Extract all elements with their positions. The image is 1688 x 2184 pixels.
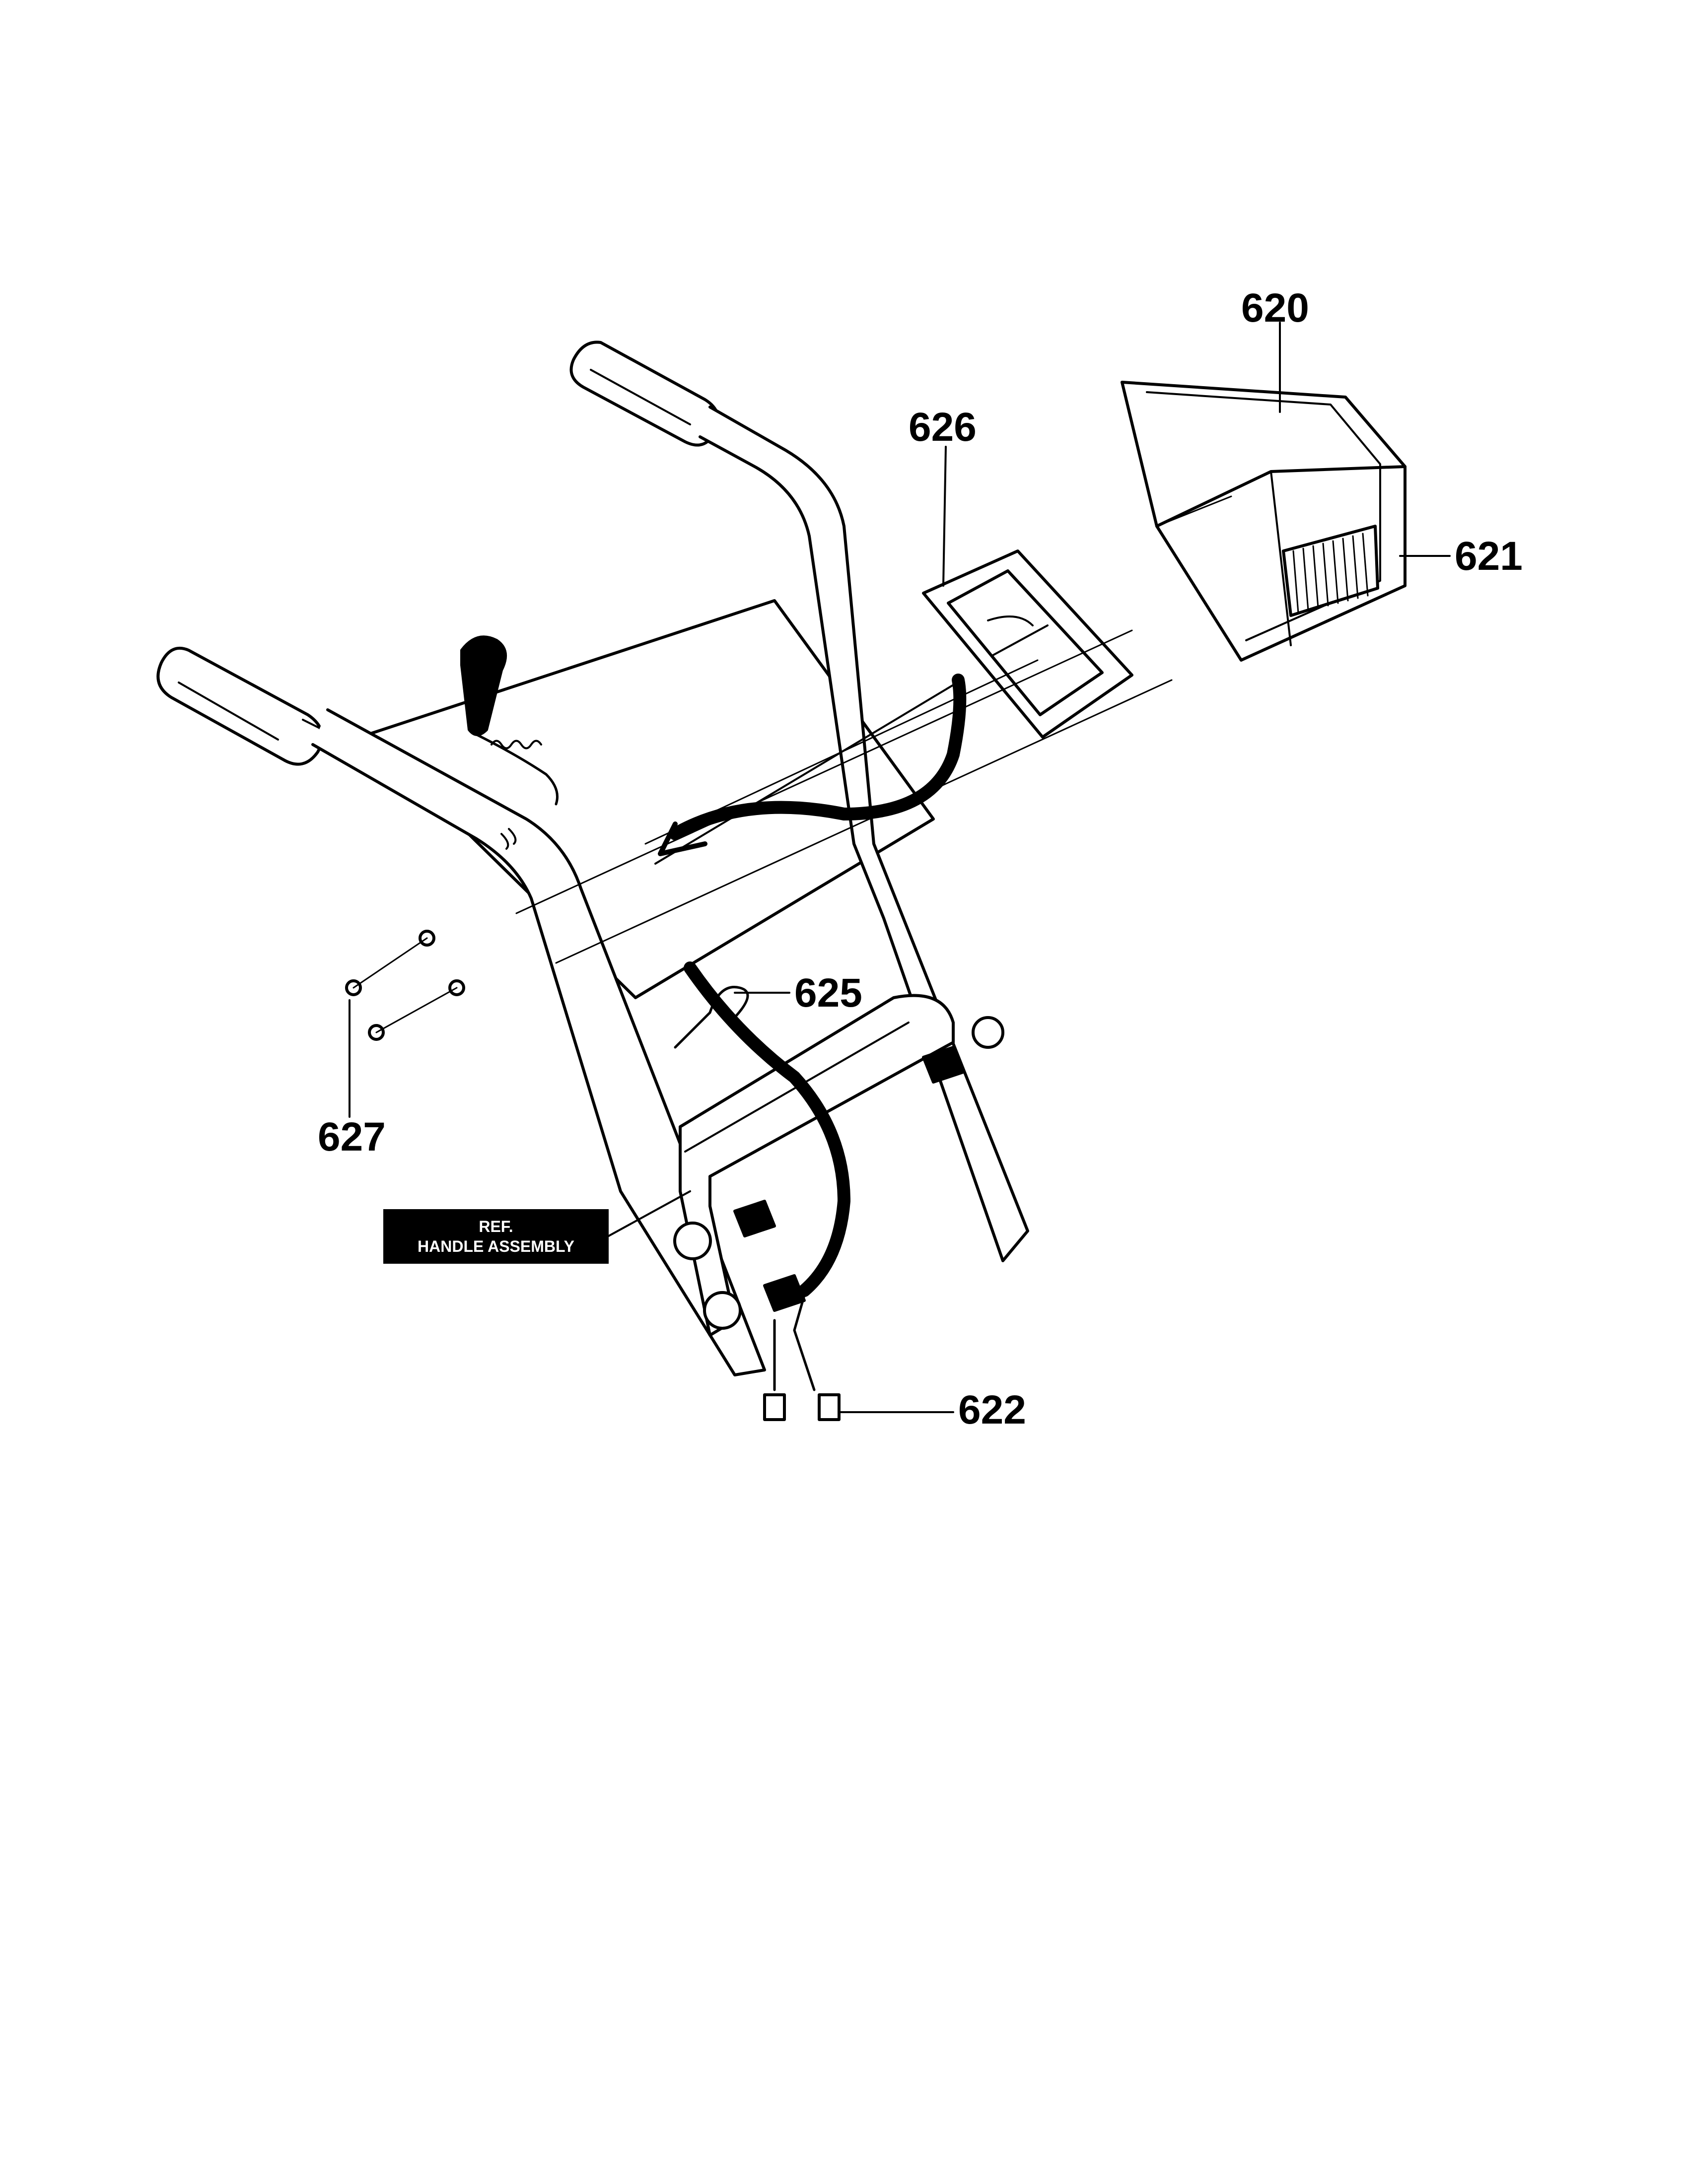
headlight-housing [1121, 381, 1407, 662]
right-handle-grip [569, 341, 720, 447]
reference-box-line2: HANDLE ASSEMBLY [418, 1237, 574, 1255]
headlight-lens [1282, 525, 1379, 617]
left-handle-grip [156, 647, 324, 766]
callout-627: 627 [318, 1114, 386, 1160]
bolts [673, 1016, 1004, 1330]
assembly-lines [515, 495, 1232, 964]
reference-handle-assembly-box: REF. HANDLE ASSEMBLY [383, 1209, 609, 1264]
callout-622: 622 [958, 1387, 1026, 1433]
shift-lever [460, 635, 559, 806]
callout-620: 620 [1241, 285, 1309, 331]
lower-wiring-harness [674, 961, 850, 1391]
callout-leaders [349, 322, 1451, 1413]
callout-626: 626 [909, 405, 977, 450]
reference-box-line1: REF. [479, 1218, 513, 1235]
wire-terminals [763, 1393, 841, 1421]
screws [345, 930, 465, 1041]
callout-625: 625 [794, 970, 862, 1016]
callout-621: 621 [1455, 534, 1523, 579]
left-handle-tube [311, 708, 766, 1376]
